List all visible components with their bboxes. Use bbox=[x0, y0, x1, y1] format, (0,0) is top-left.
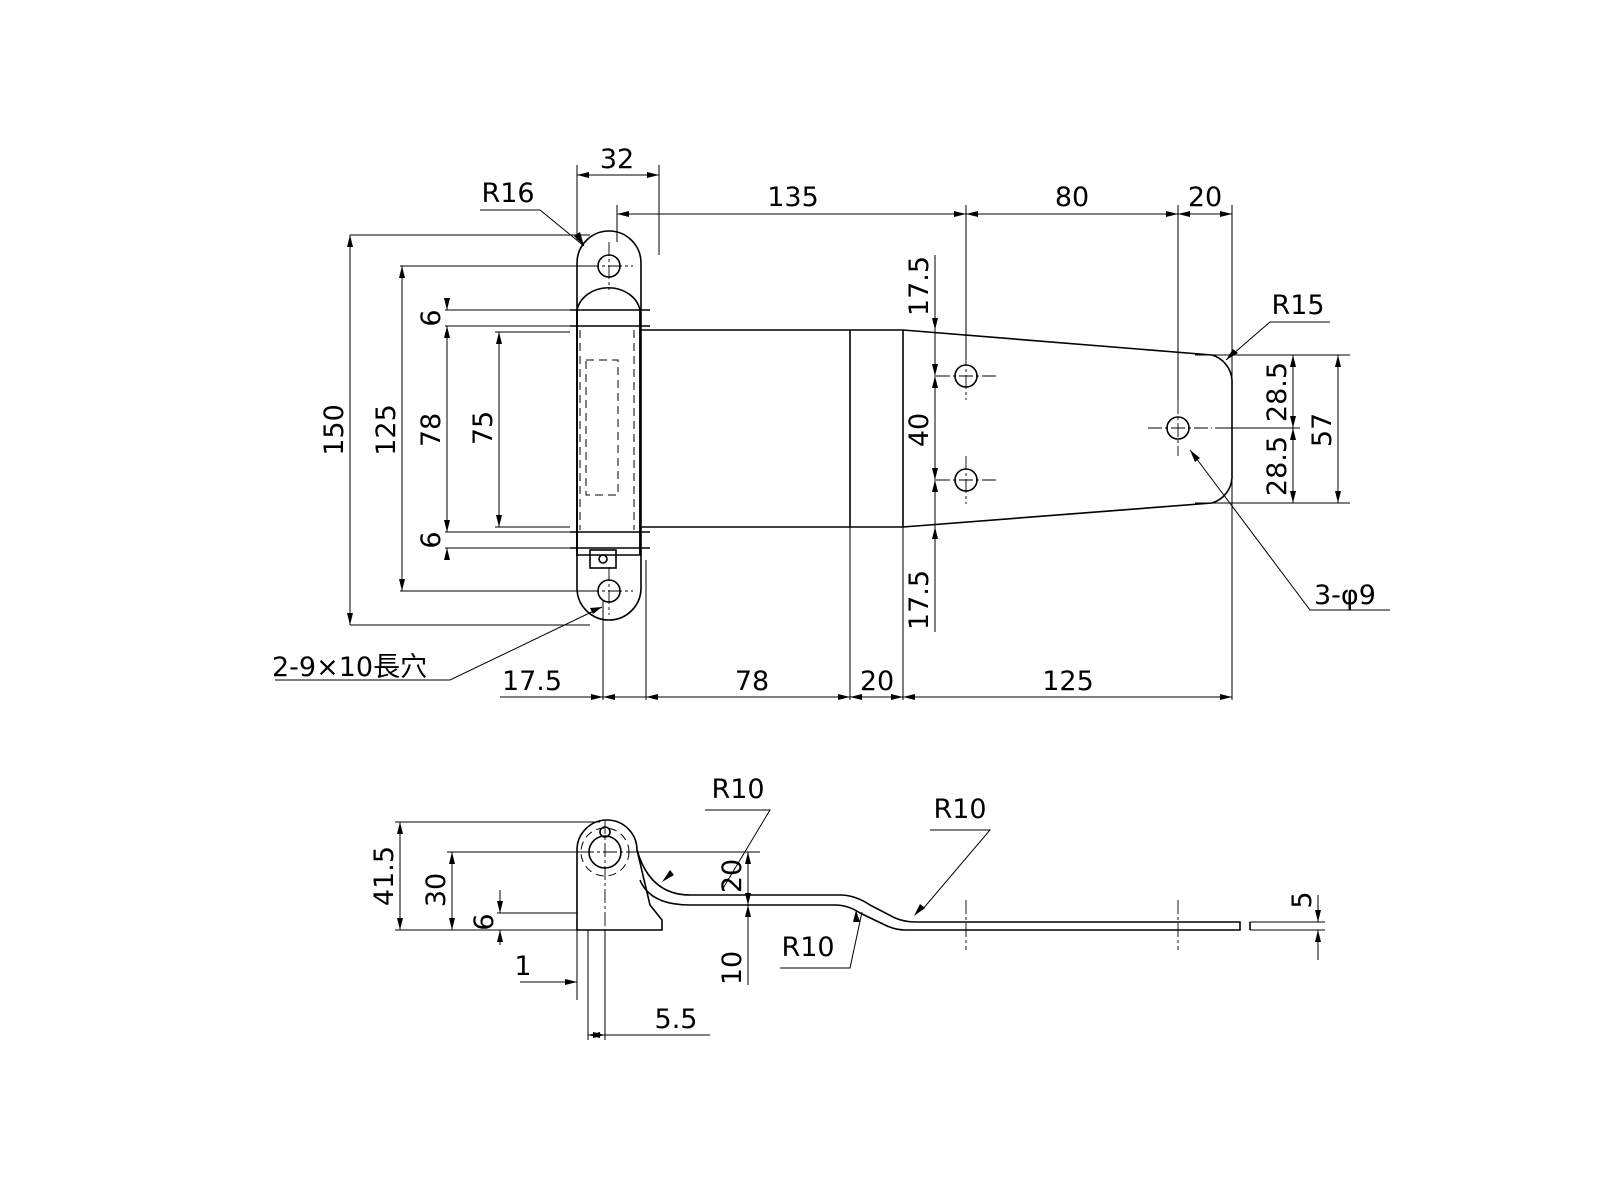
side-view: R10 R10 R10 41.5 30 6 20 10 5 1 5.5 bbox=[369, 774, 1325, 1040]
dim-6-side: 6 bbox=[469, 913, 500, 930]
dim-20-side: 20 bbox=[717, 859, 748, 893]
dim-r10-c: R10 bbox=[781, 932, 834, 963]
dim-78-bottom: 78 bbox=[735, 666, 769, 697]
dim-5: 5 bbox=[1287, 891, 1318, 908]
dim-28-5-upper: 28.5 bbox=[1262, 362, 1293, 422]
dim-1: 1 bbox=[514, 951, 531, 982]
dim-28-5-lower: 28.5 bbox=[1262, 436, 1293, 496]
dim-32: 32 bbox=[600, 144, 634, 175]
dim-r10-b: R10 bbox=[933, 794, 986, 825]
dim-17-5-lower: 17.5 bbox=[904, 570, 935, 630]
hidden-pin bbox=[585, 359, 619, 496]
dim-6-top: 6 bbox=[416, 309, 447, 326]
pin-head bbox=[589, 549, 617, 569]
dim-40: 40 bbox=[904, 413, 935, 447]
dim-10-side: 10 bbox=[717, 951, 748, 985]
dim-r10-a: R10 bbox=[711, 774, 764, 805]
dim-75: 75 bbox=[468, 411, 499, 445]
hinge-barrel bbox=[576, 287, 641, 556]
dim-r15: R15 bbox=[1271, 290, 1324, 321]
top-view: 32 135 80 20 R16 R15 150 125 78 75 6 6 1… bbox=[272, 144, 1390, 700]
dim-6-bottom: 6 bbox=[416, 531, 447, 548]
dim-r16: R16 bbox=[481, 178, 534, 209]
dim-57: 57 bbox=[1307, 413, 1338, 447]
dim-125-bottom: 125 bbox=[1042, 666, 1094, 697]
dim-17-5-upper: 17.5 bbox=[904, 256, 935, 316]
dim-135: 135 bbox=[767, 182, 819, 213]
note-holes: 3-φ9 bbox=[1314, 580, 1376, 611]
dim-5-5: 5.5 bbox=[655, 1004, 698, 1035]
dim-30: 30 bbox=[421, 873, 452, 907]
dim-17-5-bottom: 17.5 bbox=[502, 666, 562, 697]
dim-41-5: 41.5 bbox=[369, 846, 400, 906]
dim-78-vert: 78 bbox=[416, 413, 447, 447]
dim-125-vert: 125 bbox=[371, 404, 402, 456]
side-knuckle bbox=[576, 819, 663, 931]
dim-80: 80 bbox=[1055, 182, 1089, 213]
dim-20-top: 20 bbox=[1188, 182, 1222, 213]
note-slots: 2-9×10長穴 bbox=[272, 652, 427, 683]
hinge-plate-outline bbox=[640, 329, 1233, 528]
dim-150: 150 bbox=[319, 404, 350, 456]
dim-20-bottom: 20 bbox=[860, 666, 894, 697]
